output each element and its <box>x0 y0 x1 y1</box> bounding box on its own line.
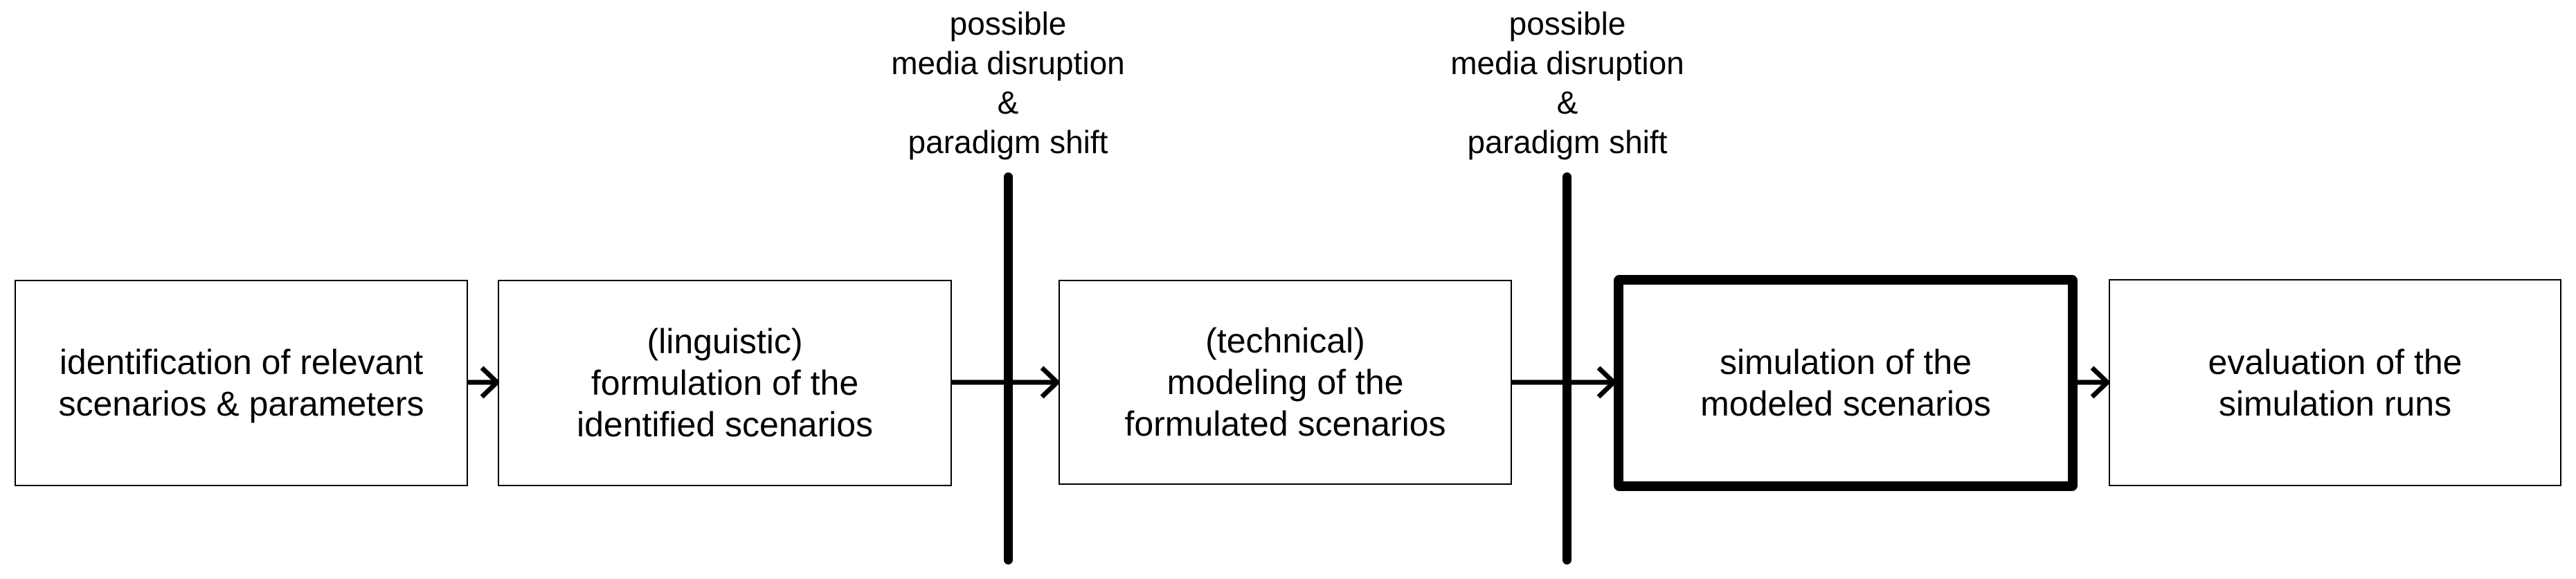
step-label: identification of relevant scenarios & p… <box>58 343 424 423</box>
step-box-modeling: (technical) modeling of the formulated s… <box>1059 280 1512 485</box>
step-label: (linguistic) formulation of the identifi… <box>576 322 874 444</box>
step-box-formulation: (linguistic) formulation of the identifi… <box>498 280 952 486</box>
step-label: (technical) modeling of the formulated s… <box>1124 321 1446 443</box>
flow-arrow-icon <box>2077 366 2109 399</box>
step-label: simulation of the modeled scenarios <box>1700 343 1991 423</box>
step-box-evaluation: evaluation of the simulation runs <box>2109 279 2561 486</box>
flow-arrow-icon <box>468 366 498 399</box>
barrier-label: possible media disruption & paradigm shi… <box>891 6 1125 160</box>
step-box-identification: identification of relevant scenarios & p… <box>15 280 468 486</box>
barrier-label: possible media disruption & paradigm shi… <box>1450 6 1684 160</box>
step-label: evaluation of the simulation runs <box>2208 342 2462 423</box>
barrier-bar <box>1562 172 1571 564</box>
barrier-bar <box>1004 172 1013 564</box>
flow-arrow-icon <box>952 366 1059 399</box>
step-box-simulation: simulation of the modeled scenarios <box>1614 275 2078 491</box>
